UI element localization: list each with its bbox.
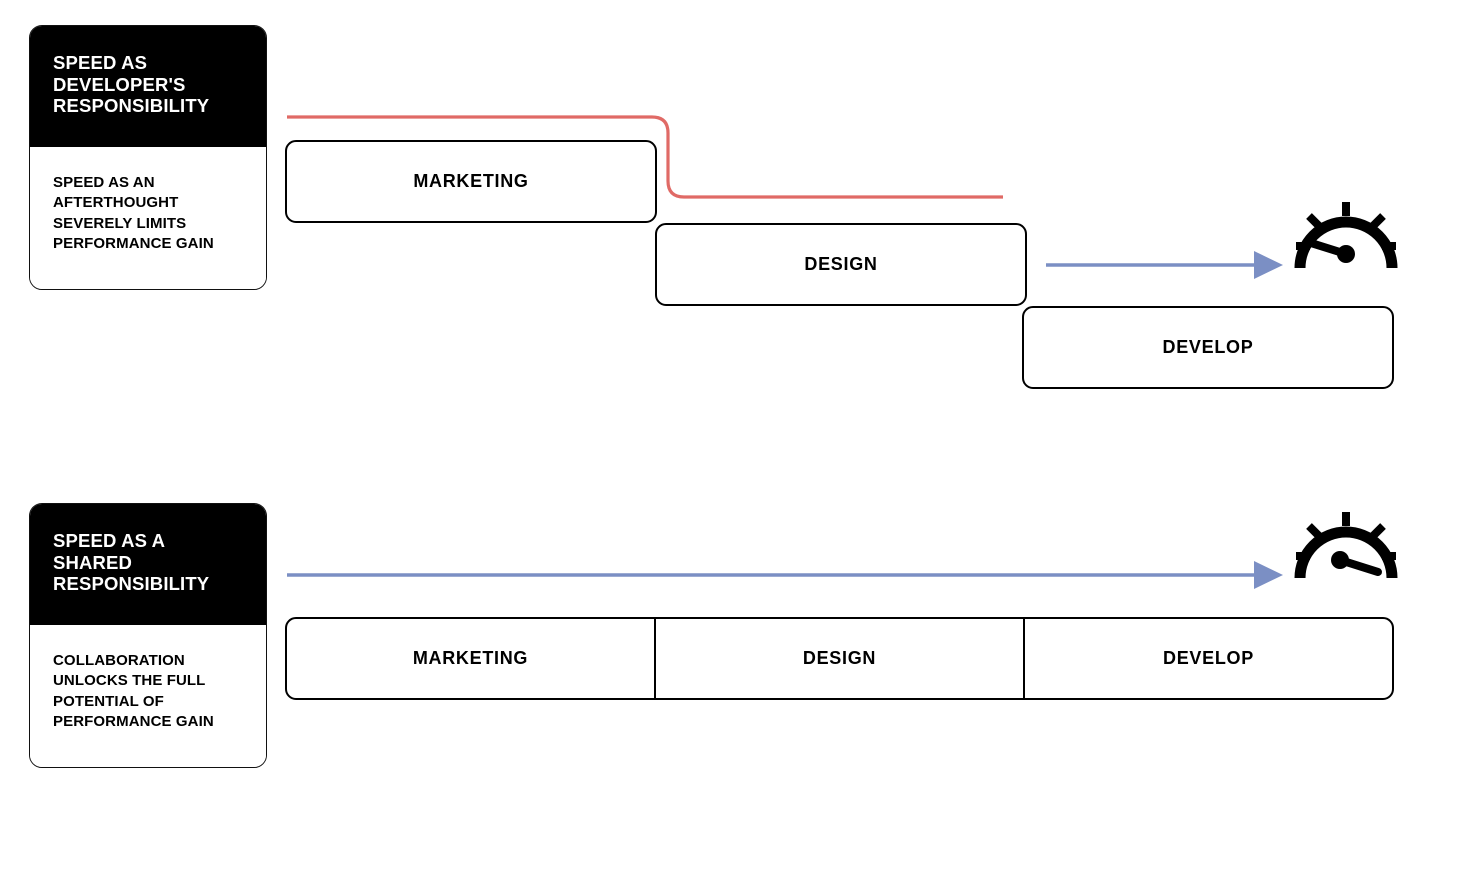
blue-arrow-head xyxy=(1254,251,1283,279)
speedometer-icon-high xyxy=(1294,512,1398,579)
speedometer-hub xyxy=(1331,551,1349,569)
blue-arrow-head xyxy=(1254,561,1283,589)
stage-box-develop-bottom[interactable]: DEVELOP xyxy=(1023,619,1392,698)
stage-box-design-bottom[interactable]: DESIGN xyxy=(654,619,1023,698)
stage-bar-joined: MARKETING DESIGN DEVELOP xyxy=(285,617,1394,700)
stage-label: DESIGN xyxy=(802,648,877,668)
info-card-title: SPEED AS DEVELOPER'S RESPONSIBILITY xyxy=(53,52,210,116)
info-card-developer-responsibility: SPEED AS DEVELOPER'S RESPONSIBILITY SPEE… xyxy=(29,25,267,290)
stage-label: DESIGN xyxy=(804,254,878,274)
stage-box-marketing-bottom[interactable]: MARKETING xyxy=(287,619,654,698)
stage-box-marketing-top[interactable]: MARKETING xyxy=(285,140,657,223)
info-card-header: SPEED AS A SHARED RESPONSIBILITY xyxy=(30,504,266,625)
info-card-header: SPEED AS DEVELOPER'S RESPONSIBILITY xyxy=(30,26,266,147)
blue-arrow-short xyxy=(1046,251,1283,279)
stage-box-develop-top[interactable]: DEVELOP xyxy=(1022,306,1394,389)
stage-label: DEVELOP xyxy=(1162,337,1254,357)
stage-label: DEVELOP xyxy=(1163,648,1254,668)
info-card-body: SPEED AS AN AFTERTHOUGHT SEVERELY LIMITS… xyxy=(30,146,266,289)
info-card-body: COLLABORATION UNLOCKS THE FULL POTENTIAL… xyxy=(30,624,266,767)
speedometer-icon-low xyxy=(1294,202,1398,269)
info-card-description: COLLABORATION UNLOCKS THE FULL POTENTIAL… xyxy=(53,651,214,731)
info-card-title: SPEED AS A SHARED RESPONSIBILITY xyxy=(53,530,210,594)
speedometer-hub xyxy=(1337,245,1355,263)
stage-box-design-top[interactable]: DESIGN xyxy=(655,223,1027,306)
info-card-description: SPEED AS AN AFTERTHOUGHT SEVERELY LIMITS… xyxy=(53,173,214,253)
stage-label: MARKETING xyxy=(412,648,529,668)
stage-label: MARKETING xyxy=(413,171,529,191)
info-card-shared-responsibility: SPEED AS A SHARED RESPONSIBILITY COLLABO… xyxy=(29,503,267,768)
blue-arrow-long xyxy=(287,561,1283,589)
